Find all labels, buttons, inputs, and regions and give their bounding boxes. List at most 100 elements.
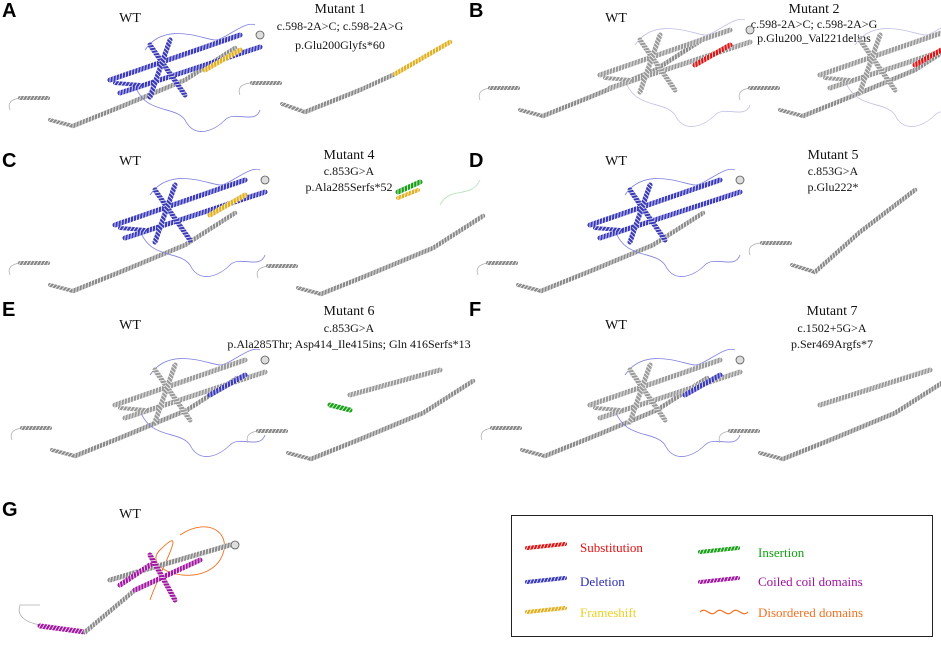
panel-letter-c: C xyxy=(2,150,17,172)
core-end-knot xyxy=(260,355,270,365)
helix-stripes xyxy=(525,605,567,615)
helix-stripes xyxy=(20,425,52,431)
core-helix-e xyxy=(113,81,142,87)
tail-helix-2 xyxy=(520,448,547,458)
legend-label-disordered: Disordered domains xyxy=(758,605,864,620)
core-loop-top xyxy=(854,27,941,46)
helix-stripes xyxy=(542,92,596,119)
helix-stripes xyxy=(362,410,424,441)
helix-stripes xyxy=(627,362,653,425)
panel-c-wt-structure xyxy=(8,168,270,294)
helix-stripes xyxy=(47,282,76,294)
panel-b-wt-label: WT xyxy=(605,11,627,26)
helix-stripes xyxy=(857,32,883,95)
core-helix-e xyxy=(603,76,632,82)
frameshift-helix-icon xyxy=(525,606,567,614)
tail-helix-3 xyxy=(780,435,838,462)
legend-label-frameshift: Frameshift xyxy=(580,605,637,620)
core-loop-bottom xyxy=(614,229,741,277)
helix-stripes xyxy=(114,176,246,229)
tail-helix-2 xyxy=(778,108,805,118)
helix-stripes xyxy=(802,92,856,119)
helix-stripes xyxy=(118,405,147,413)
helix-stripes xyxy=(18,95,50,101)
deletion-helix-icon xyxy=(525,576,567,584)
legend-label-coiled-coil: Coiled coil domains xyxy=(758,574,863,589)
helix-stripes xyxy=(152,182,178,245)
helix-stripes xyxy=(589,176,721,229)
panel-e-mutant-title: Mutant 6 xyxy=(323,304,375,319)
helix-stripes xyxy=(627,182,653,245)
helix-stripes xyxy=(147,37,173,100)
core-loop-top xyxy=(149,348,261,376)
tail-helix-2 xyxy=(518,108,545,118)
panel-g-wt-label: WT xyxy=(119,507,141,522)
panel-d-mutant-structure xyxy=(748,187,918,275)
helix-stripes xyxy=(320,270,374,297)
core-helix-e xyxy=(118,406,147,412)
core-end-knot xyxy=(745,25,755,35)
panel-c-wt-label: WT xyxy=(119,154,141,169)
helix-stripes xyxy=(599,26,731,79)
panel-d-mutation-line-1: c.853G>A xyxy=(807,164,859,178)
mutant-helix-2 xyxy=(790,263,817,274)
tail-helix-2 xyxy=(48,118,75,128)
core-helix-c xyxy=(857,37,898,93)
tail-helix-2 xyxy=(286,451,313,461)
helix-stripes xyxy=(432,213,484,251)
helix-stripes xyxy=(285,450,314,462)
helix-stripes xyxy=(488,85,520,91)
tail-helix-2 xyxy=(48,283,75,293)
helix-stripes xyxy=(748,85,780,91)
helix-stripes xyxy=(372,245,434,276)
helix-stripes xyxy=(637,32,663,95)
helix-stripes xyxy=(599,188,741,242)
core-loop-top xyxy=(624,348,736,376)
helix-stripes xyxy=(113,80,142,88)
helix-stripes xyxy=(517,107,546,119)
helix-stripes xyxy=(18,260,50,266)
helix-stripes xyxy=(310,435,364,462)
helix-stripes xyxy=(593,405,622,413)
core-helix-c xyxy=(152,367,193,423)
helix-stripes xyxy=(540,267,594,294)
tail-end-loop xyxy=(18,604,41,626)
panel-d-mutant-title: Mutant 5 xyxy=(807,148,859,163)
core-helix-c xyxy=(152,187,193,243)
substitution-helix-icon xyxy=(525,542,567,550)
helix-stripes xyxy=(124,242,186,273)
helix-stripes xyxy=(209,371,246,399)
core-helix-e xyxy=(593,406,622,412)
helix-stripes xyxy=(266,263,298,269)
panel-f-wt-structure xyxy=(480,348,745,459)
panel-c-mutant-title: Mutant 4 xyxy=(323,148,375,163)
tail-helix-2 xyxy=(516,283,543,293)
core-loop-bottom xyxy=(844,79,941,127)
helix-stripes xyxy=(422,378,474,416)
helix-stripes xyxy=(728,428,760,434)
mutant-helix-upper xyxy=(347,367,443,398)
core-helix-e xyxy=(593,226,622,232)
legend-label-substitution: Substitution xyxy=(580,540,643,555)
tail-helix-3 xyxy=(800,92,858,119)
core-loop-top xyxy=(624,168,736,196)
insertion-helix-icon xyxy=(698,546,740,554)
helix-stripes xyxy=(209,191,246,219)
coiled-coil-helix-icon xyxy=(698,576,740,584)
helix-stripes xyxy=(544,432,598,459)
helix-stripes xyxy=(834,410,896,441)
panel-g-wt-structure xyxy=(18,526,240,635)
helix-stripes xyxy=(789,262,818,275)
helix-stripes xyxy=(525,541,567,551)
coiled-helix-6 xyxy=(117,562,153,588)
helix-stripes xyxy=(525,575,567,585)
panel-letter-d: D xyxy=(469,150,484,172)
helix-stripes xyxy=(279,101,308,115)
panel-f-mutation-line-1: c.1502+5G>A xyxy=(797,321,867,335)
helix-stripes xyxy=(152,362,178,425)
helix-stripes xyxy=(72,102,126,129)
disordered-loop xyxy=(149,526,225,601)
helix-stripes xyxy=(397,187,419,201)
mutant-loop xyxy=(439,179,481,206)
